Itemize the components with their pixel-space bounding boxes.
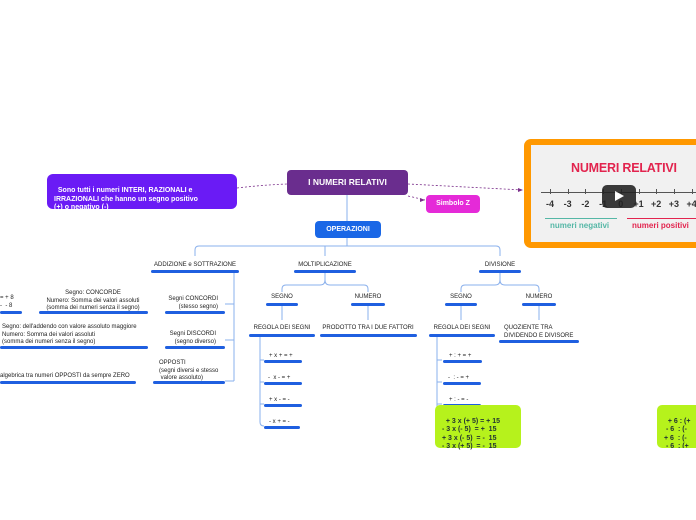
tick-label: +2 bbox=[651, 199, 662, 209]
play-icon bbox=[615, 191, 624, 201]
mult-rule-4-underline bbox=[264, 426, 300, 429]
div-segno[interactable]: SEGNO bbox=[450, 294, 472, 300]
mult-rule-2[interactable]: - x - = + bbox=[268, 375, 291, 381]
discordi-desc-underline bbox=[0, 346, 148, 349]
opposti-node[interactable]: OPPOSTI (segni diversi e stesso valore a… bbox=[159, 360, 219, 381]
concordi-node[interactable]: Segni CONCORDI (stesso segno) bbox=[168, 296, 218, 310]
div-regola[interactable]: REGOLA DEI SEGNI bbox=[433, 325, 491, 331]
mult-segno[interactable]: SEGNO bbox=[271, 294, 293, 300]
root-title: I NUMERI RELATIVI bbox=[308, 177, 387, 187]
tick-mark bbox=[638, 189, 640, 194]
tick-mark bbox=[550, 189, 551, 194]
video-thumbnail: NUMERI RELATIVI -4-3-2-10+1+2+3+4 numeri… bbox=[531, 145, 696, 242]
addsub-title[interactable]: ADDIZIONE e SOTTRAZIONE bbox=[153, 262, 236, 268]
div-examples[interactable]: + 6 : (+ - 6 : (- + 6 : (- - 6 : (+ bbox=[657, 405, 696, 448]
video-title: NUMERI RELATIVI bbox=[571, 161, 677, 175]
mult-rule-3[interactable]: + x - = - bbox=[269, 397, 290, 403]
positive-numbers-label: numeri positivi bbox=[632, 221, 689, 230]
tick-label: +3 bbox=[668, 199, 680, 209]
mult-title[interactable]: MOLTIPLICAZIONE bbox=[298, 262, 352, 268]
mult-numero[interactable]: NUMERO bbox=[354, 294, 382, 300]
opposti-description[interactable]: algebrica tra numeri OPPOSTI da sempre Z… bbox=[0, 373, 130, 379]
mult-regola[interactable]: REGOLA DEI SEGNI bbox=[253, 325, 311, 331]
tick-label: -2 bbox=[581, 199, 590, 209]
concordi-desc-underline bbox=[39, 311, 148, 314]
concordi-example-underline bbox=[0, 311, 22, 314]
concordi-underline bbox=[165, 311, 225, 314]
tick-label: -3 bbox=[563, 199, 572, 209]
mult-rule-4[interactable]: - x + = - bbox=[269, 419, 290, 425]
div-quoziente[interactable]: QUOZIENTE TRA DIVIDENDO E DIVISORE bbox=[504, 325, 574, 339]
operations-node[interactable]: OPERAZIONI bbox=[315, 221, 381, 238]
tick-mark bbox=[567, 189, 569, 194]
div-rule-3[interactable]: + : - = - bbox=[449, 397, 469, 403]
div-title[interactable]: DIVISIONE bbox=[484, 262, 516, 268]
tick-label: -4 bbox=[545, 199, 554, 209]
mult-rule-1[interactable]: + x + = + bbox=[269, 353, 293, 359]
tick-mark bbox=[673, 189, 675, 194]
opposti-desc-underline bbox=[0, 381, 136, 384]
root-topic[interactable]: I NUMERI RELATIVI bbox=[287, 170, 408, 195]
mult-examples-text: + 3 x (+ 5) = + 15 - 3 x (- 5) = + 15 + … bbox=[442, 417, 500, 451]
addsub-underline bbox=[151, 270, 239, 273]
mult-rule-3-underline bbox=[264, 404, 302, 407]
div-segno-underline bbox=[445, 303, 477, 306]
div-rule-1[interactable]: + : + = + bbox=[449, 353, 472, 359]
div-quoziente-underline bbox=[499, 340, 579, 343]
symbol-label: Simbolo Z bbox=[436, 200, 470, 207]
div-numero-underline bbox=[522, 303, 556, 306]
div-rule-2-underline bbox=[443, 382, 481, 385]
tick-label: +1 bbox=[633, 199, 644, 209]
discordi-description[interactable]: Segno: dell'addendo con valore assoluto … bbox=[2, 324, 137, 345]
negative-numbers-label: numeri negativi bbox=[550, 221, 610, 230]
mult-rule-2-underline bbox=[264, 382, 302, 385]
tick-label: +4 bbox=[686, 199, 696, 209]
tick-mark bbox=[585, 189, 587, 194]
div-examples-text: + 6 : (+ - 6 : (- + 6 : (- - 6 : (+ bbox=[664, 417, 691, 448]
div-rule-1-underline bbox=[443, 360, 482, 363]
operations-label: OPERAZIONI bbox=[326, 226, 370, 233]
div-numero[interactable]: NUMERO bbox=[525, 294, 553, 300]
symbol-node[interactable]: Simbolo Z bbox=[426, 195, 480, 213]
mult-regola-underline bbox=[249, 334, 315, 337]
definition-node[interactable]: Sono tutti i numeri INTERI, RAZIONALI e … bbox=[47, 174, 237, 211]
div-rule-2[interactable]: - : - = + bbox=[448, 375, 470, 381]
concordi-example[interactable]: = + 8 - - 8 bbox=[0, 295, 14, 309]
mult-rule-1-underline bbox=[264, 360, 302, 363]
definition-text: Sono tutti i numeri INTERI, RAZIONALI e … bbox=[54, 187, 198, 211]
mult-numero-underline bbox=[351, 303, 385, 306]
discordi-node[interactable]: Segni DISCORDI (segno diverso) bbox=[169, 331, 216, 345]
mult-underline bbox=[294, 270, 356, 273]
mult-segno-underline bbox=[266, 303, 298, 306]
video-card[interactable]: NUMERI RELATIVI -4-3-2-10+1+2+3+4 numeri… bbox=[524, 139, 696, 248]
positive-arrow bbox=[627, 218, 696, 219]
mult-prodotto-underline bbox=[320, 334, 417, 337]
mult-prodotto[interactable]: PRODOTTO TRA I DUE FATTORI bbox=[322, 325, 414, 331]
negative-arrow bbox=[545, 218, 617, 219]
discordi-underline bbox=[165, 346, 225, 349]
tick-mark bbox=[656, 189, 658, 194]
div-regola-underline bbox=[429, 334, 495, 337]
div-underline bbox=[479, 270, 521, 273]
play-button[interactable] bbox=[602, 185, 636, 208]
mult-examples[interactable]: + 3 x (+ 5) = + 15 - 3 x (- 5) = + 15 + … bbox=[435, 405, 521, 451]
opposti-underline bbox=[153, 381, 225, 384]
concordi-description[interactable]: Segno: CONCORDE Numero: Somma dei valori… bbox=[46, 290, 140, 311]
tick-mark bbox=[691, 189, 693, 194]
